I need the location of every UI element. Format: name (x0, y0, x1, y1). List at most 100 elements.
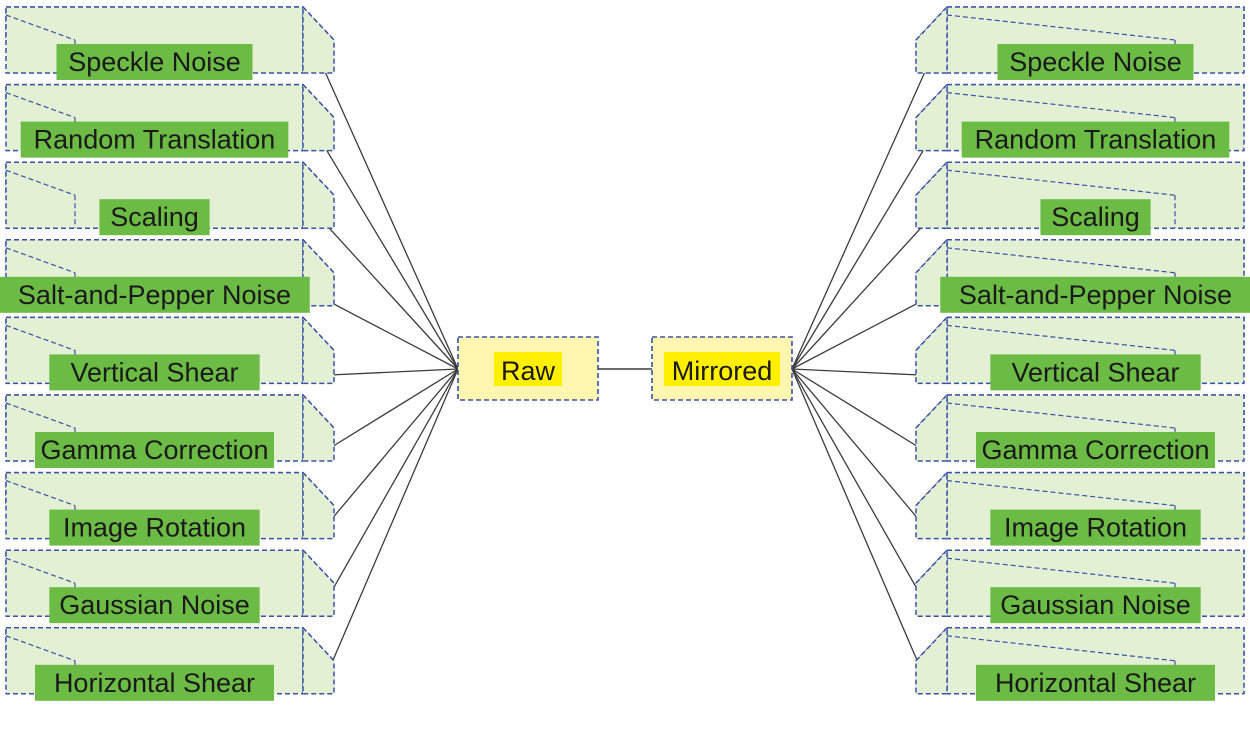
left-connector (321, 368, 459, 687)
left-box-edge (5, 92, 76, 119)
right-box-edge (946, 635, 1176, 662)
left-box-edge (5, 557, 76, 584)
left-box-side-face (302, 627, 335, 695)
left-connector (321, 64, 459, 370)
left-connector (321, 368, 459, 454)
right-box-side-face (915, 471, 948, 540)
right-connector (791, 368, 929, 687)
left-aug-label-background (35, 664, 274, 701)
right-box-side-face (915, 83, 948, 152)
left-aug-label-background (20, 121, 289, 158)
left-aug-label-random-translation: Random Translation (34, 125, 276, 155)
right-aug-label-vertical-shear: Vertical Shear (1011, 357, 1179, 387)
left-connector (321, 219, 459, 370)
right-box-side-face (915, 6, 948, 74)
right-aug-box: Gamma Correction (915, 394, 1245, 468)
left-aug-box: Image Rotation (5, 471, 335, 546)
left-box-side-face (302, 161, 335, 229)
right-box-side-face (915, 549, 948, 617)
left-box-side-face (302, 549, 335, 617)
left-box-edge (5, 169, 76, 196)
raw-label-background (494, 352, 562, 386)
left-aug-label-salt-and-pepper-noise: Salt-and-Pepper Noise (18, 280, 291, 310)
left-box-edge (5, 480, 76, 507)
left-connector (321, 368, 459, 377)
right-aug-box: Salt-and-Pepper Noise (915, 239, 1250, 313)
left-aug-label-image-rotation: Image Rotation (63, 513, 246, 543)
right-box-edge (946, 14, 1176, 41)
right-aug-label-horizontal-shear: Horizontal Shear (995, 668, 1196, 698)
right-box-edge (946, 480, 1176, 507)
right-aug-box: Vertical Shear (915, 316, 1245, 391)
right-box-edge (946, 402, 1176, 429)
right-aug-box: Random Translation (915, 83, 1245, 158)
raw-node: Raw (457, 336, 599, 401)
right-box-edge (946, 324, 1176, 351)
right-box-side-face (915, 316, 948, 385)
right-box-side-face (915, 394, 948, 462)
left-box-edge (5, 635, 76, 662)
right-aug-label-background (961, 121, 1230, 158)
left-box-edge (5, 247, 76, 274)
right-aug-box: Image Rotation (915, 471, 1245, 546)
right-connector (791, 368, 929, 609)
left-aug-box: Salt-and-Pepper Noise (0, 239, 335, 313)
connectors (321, 64, 929, 687)
left-aug-box: Scaling (5, 161, 335, 236)
left-connector (321, 368, 459, 609)
right-box-edge (946, 92, 1176, 119)
left-box-side-face (302, 316, 335, 385)
right-aug-label-background (976, 664, 1215, 701)
right-aug-label-background (976, 432, 1215, 468)
left-connector (321, 297, 459, 370)
right-aug-label-background (990, 354, 1201, 391)
mirrored-node: Mirrored (651, 336, 793, 401)
right-aug-label-background (940, 276, 1250, 313)
raw-label: Raw (501, 356, 556, 386)
left-aug-label-background (49, 587, 260, 624)
mirrored-label-background (664, 352, 780, 386)
right-connector (791, 219, 929, 370)
right-aug-box: Gaussian Noise (915, 549, 1245, 624)
left-aug-label-speckle-noise: Speckle Noise (68, 47, 241, 77)
left-box-side-face (302, 6, 335, 74)
right-connector (791, 297, 929, 370)
left-box-edge (5, 324, 76, 351)
right-aug-label-gaussian-noise: Gaussian Noise (1000, 590, 1191, 620)
right-aug-box: Scaling (915, 161, 1245, 236)
right-aug-label-scaling: Scaling (1051, 202, 1140, 232)
right-connector (791, 368, 929, 454)
right-box-edge (946, 169, 1176, 196)
right-aug-box: Speckle Noise (915, 6, 1245, 80)
left-aug-box: Gaussian Noise (5, 549, 335, 624)
right-box-edge (946, 557, 1176, 584)
left-aug-label-background (49, 354, 260, 391)
left-aug-label-background (56, 44, 253, 80)
left-aug-box: Random Translation (5, 83, 335, 158)
right-aug-label-random-translation: Random Translation (975, 125, 1217, 155)
left-aug-label-background (35, 432, 274, 468)
right-aug-label-background (997, 44, 1194, 80)
left-aug-box: Speckle Noise (5, 6, 335, 80)
left-aug-label-background (0, 276, 310, 313)
right-box-edge (946, 247, 1176, 274)
right-connector (791, 368, 929, 532)
right-aug-label-background (1040, 199, 1151, 236)
left-aug-label-horizontal-shear: Horizontal Shear (54, 668, 255, 698)
left-aug-box: Horizontal Shear (5, 627, 335, 701)
left-aug-label-background (49, 509, 260, 546)
right-box-side-face (915, 627, 948, 695)
mirrored-label: Mirrored (672, 356, 773, 386)
left-box-side-face (302, 83, 335, 152)
left-aug-label-scaling: Scaling (110, 202, 199, 232)
right-box-side-face (915, 161, 948, 229)
left-box-side-face (302, 394, 335, 462)
right-aug-label-background (990, 509, 1201, 546)
right-aug-box: Horizontal Shear (915, 627, 1245, 701)
right-aug-label-salt-and-pepper-noise: Salt-and-Pepper Noise (959, 280, 1232, 310)
right-aug-label-speckle-noise: Speckle Noise (1009, 47, 1182, 77)
left-aug-box: Vertical Shear (5, 316, 335, 391)
